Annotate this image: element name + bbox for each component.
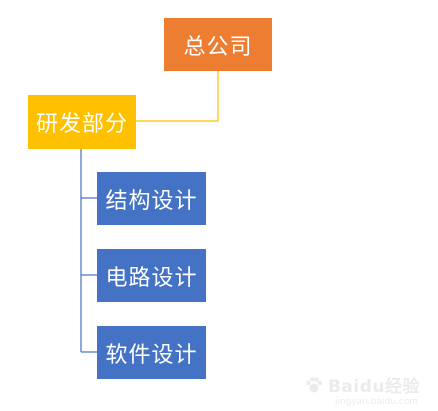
watermark-brand: Baidu经验 <box>327 377 420 397</box>
node-leaf-1-label: 结构设计 <box>105 188 198 214</box>
watermark-sub: jingyan.baidu.com <box>334 397 418 407</box>
node-leaf-1[interactable]: 结构设计 <box>97 172 206 225</box>
node-branch-label: 研发部分 <box>35 112 128 137</box>
watermark: Baidu经验 jingyan.baidu.com <box>304 372 420 407</box>
connector-root-to-branch <box>136 71 219 122</box>
node-leaf-3-label: 软件设计 <box>105 342 198 368</box>
node-leaf-2[interactable]: 电路设计 <box>97 249 206 302</box>
node-branch[interactable]: 研发部分 <box>28 95 136 149</box>
node-root-label: 总公司 <box>183 34 253 60</box>
node-leaf-2-label: 电路设计 <box>105 265 198 291</box>
node-leaf-3[interactable]: 软件设计 <box>97 326 206 379</box>
node-root[interactable]: 总公司 <box>164 18 272 71</box>
paw-icon <box>306 376 323 392</box>
